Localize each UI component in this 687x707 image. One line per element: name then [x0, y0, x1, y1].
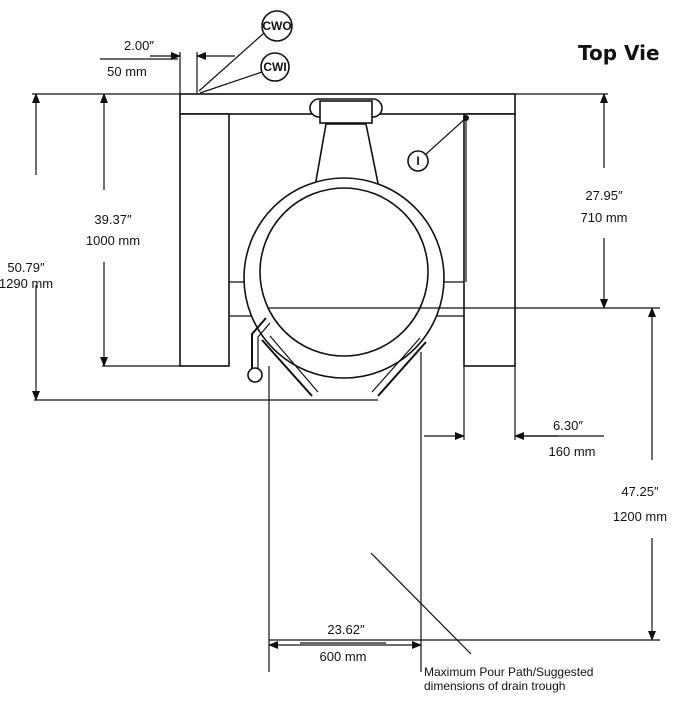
frame-right-leg: [463, 113, 516, 367]
dim-pivot-in: 27.95″: [585, 188, 623, 203]
dim-frame-depth: 39.37″ 1000 mm: [86, 93, 140, 367]
dim-overall-in: 50.79″: [7, 260, 45, 275]
frame-left-leg: [179, 113, 230, 367]
callout-i: I: [407, 117, 467, 172]
leader-line: [424, 117, 467, 156]
dim-gap-mm: 50 mm: [107, 64, 147, 79]
dim-trough-in: 23.62″: [327, 622, 365, 637]
dim-frame-mm: 1000 mm: [86, 233, 140, 248]
dim-trough-width: 23.62″ 600 mm: [268, 622, 422, 672]
dim-frame-in: 39.37″: [94, 212, 132, 227]
note-line-1: Maximum Pour Path/Suggested: [424, 665, 593, 679]
dim-pour-in: 47.25″: [621, 484, 659, 499]
callout-i-label: I: [416, 154, 419, 168]
dim-gap: 2.00″ 50 mm: [100, 38, 235, 94]
pour-lip-left: [261, 339, 313, 397]
drain-trough: [34, 307, 660, 641]
dim-leg-in: 6.30″: [553, 418, 583, 433]
dim-pour-mm: 1200 mm: [613, 509, 667, 524]
kettle-body: [243, 123, 445, 397]
dim-overall-mm: 1290 mm: [0, 276, 53, 291]
callout-circle: [261, 10, 293, 42]
dim-leg-mm: 160 mm: [549, 444, 596, 459]
pipe-stub: [319, 100, 373, 124]
note-leader: [370, 552, 472, 655]
note-line-2: dimensions of drain trough: [424, 679, 565, 693]
pour-lip-right-inner: [371, 337, 421, 393]
tilt-handle: [251, 317, 267, 372]
dim-trough-mm: 600 mm: [320, 649, 367, 664]
dim-pivot-mm: 710 mm: [581, 210, 628, 225]
pour-lip-right: [377, 341, 427, 397]
dim-pour-path: 47.25″ 1200 mm: [613, 307, 667, 641]
callout-cwo-label: CWO: [262, 19, 291, 33]
trough-note: Maximum Pour Path/Suggested dimensions o…: [370, 552, 593, 693]
dim-leg-clearance: 6.30″ 160 mm: [424, 366, 604, 459]
pour-lip-left-inner: [269, 335, 319, 393]
callout-circle: [260, 52, 290, 82]
callout-cwi-label: CWI: [263, 60, 286, 74]
leader-line: [199, 71, 263, 94]
handle-knob: [247, 367, 263, 383]
callout-circle: [407, 150, 429, 172]
tilt-handle-inner: [257, 322, 271, 372]
leader-line: [198, 32, 265, 92]
dim-pivot-offset: 27.95″ 710 mm: [515, 93, 628, 309]
callout-cwo: CWO: [198, 10, 293, 92]
dim-gap-in: 2.00″: [124, 38, 154, 53]
view-title: Top Vie: [578, 41, 660, 65]
kettle-inner-ring: [259, 187, 429, 357]
callout-cwi: CWI: [199, 52, 290, 94]
